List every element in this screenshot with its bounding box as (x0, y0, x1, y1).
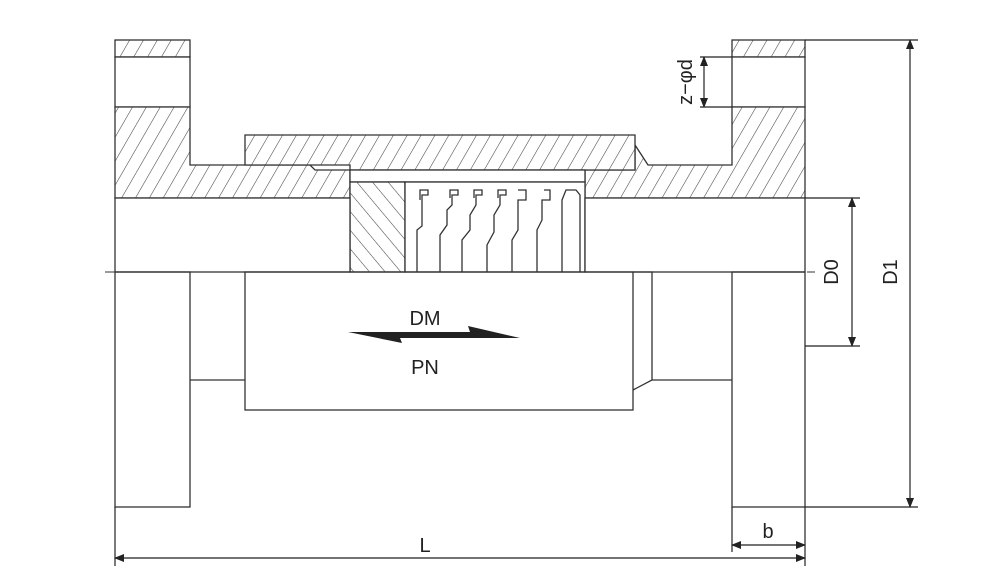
left-flange-top-hatch (114, 39, 191, 58)
upper-section (114, 39, 806, 273)
length-label: L (419, 535, 430, 557)
right-chamfer (632, 271, 653, 391)
bellows (404, 181, 586, 273)
d0-label: D0 (821, 259, 843, 285)
dimension-lines (114, 39, 918, 566)
inner-liner (349, 169, 586, 183)
b-label: b (762, 521, 773, 543)
left-bolt-hole (114, 56, 191, 108)
bolt-holes-label: z−φd (675, 59, 697, 105)
d1-label: D1 (880, 259, 902, 285)
lower-exterior (114, 271, 806, 508)
right-flange-top-hatch (731, 39, 806, 58)
dm-label: DM (409, 308, 440, 330)
right-flange-outline (731, 271, 806, 508)
outer-sleeve (244, 134, 636, 171)
right-bolt-hole (731, 56, 806, 108)
bellows-convolutions (416, 189, 581, 272)
flow-arrow-icon (348, 326, 520, 343)
pn-label: PN (411, 357, 439, 379)
right-bore (584, 197, 806, 273)
packing-ring (349, 181, 406, 273)
body-outline (244, 271, 634, 411)
left-bore (114, 197, 351, 273)
left-flange-outline (114, 271, 191, 508)
